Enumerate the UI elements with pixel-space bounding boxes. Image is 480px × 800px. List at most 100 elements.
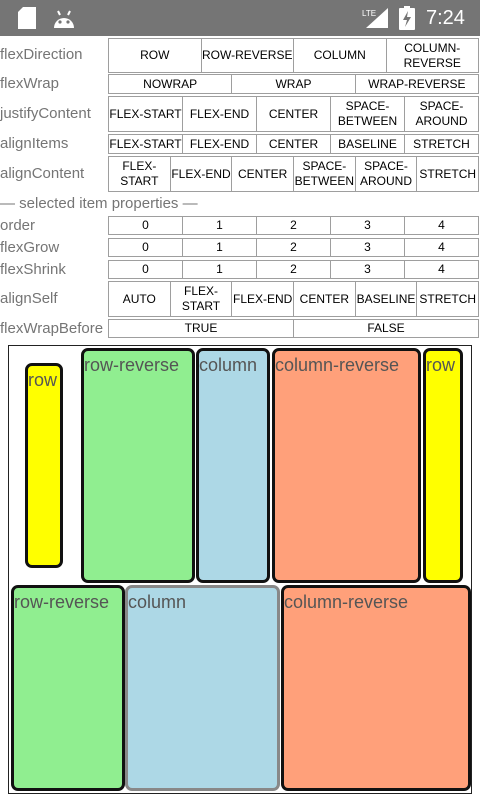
flex-grow-1-button[interactable]: 1 xyxy=(182,238,257,257)
flex-shrink-label: flexShrink xyxy=(0,261,66,278)
align-self-auto-button[interactable]: AUTO xyxy=(108,281,171,317)
flex-grow-row: flexGrow 0 1 2 3 4 xyxy=(0,238,480,257)
order-row: order 0 1 2 3 4 xyxy=(0,216,480,235)
network-type-label: LTE xyxy=(362,9,376,18)
align-items-baseline-button[interactable]: BASELINE xyxy=(330,134,405,154)
align-items-options: FLEX-START FLEX-END CENTER BASELINE STRE… xyxy=(108,134,479,154)
flex-shrink-2-button[interactable]: 2 xyxy=(256,260,331,279)
flex-shrink-1-button[interactable]: 1 xyxy=(182,260,257,279)
order-1-button[interactable]: 1 xyxy=(182,216,257,235)
align-items-center-button[interactable]: CENTER xyxy=(256,134,331,154)
flex-wrap-before-true-button[interactable]: TRUE xyxy=(108,319,294,338)
demo-item-8-label: column-reverse xyxy=(284,592,409,612)
justify-content-row: justifyContent FLEX-START FLEX-END CENTE… xyxy=(0,96,480,132)
flex-demo-container: row row-reverse column column-reverse ro… xyxy=(8,345,472,794)
justify-content-space-between-button[interactable]: SPACE-BETWEEN xyxy=(330,96,405,132)
flex-wrap-label: flexWrap xyxy=(0,75,59,92)
order-3-button[interactable]: 3 xyxy=(330,216,405,235)
demo-item-7-selected[interactable]: column xyxy=(125,585,280,791)
demo-item-3[interactable]: column xyxy=(196,348,270,583)
flex-direction-options: ROW ROW-REVERSE COLUMN COLUMN-REVERSE xyxy=(108,38,479,73)
flex-grow-options: 0 1 2 3 4 xyxy=(108,238,479,257)
flex-grow-3-button[interactable]: 3 xyxy=(330,238,405,257)
flex-wrap-before-false-button[interactable]: FALSE xyxy=(293,319,479,338)
flex-direction-row-button[interactable]: ROW xyxy=(108,38,202,73)
flex-direction-label: flexDirection xyxy=(0,46,83,63)
align-content-flex-start-button[interactable]: FLEX-START xyxy=(108,156,171,192)
flex-direction-row-reverse-button[interactable]: ROW-REVERSE xyxy=(200,38,294,73)
flex-wrap-row: flexWrap NOWRAP WRAP WRAP-REVERSE xyxy=(0,74,480,94)
align-content-stretch-button[interactable]: STRETCH xyxy=(416,156,480,192)
order-4-button[interactable]: 4 xyxy=(404,216,479,235)
align-items-flex-end-button[interactable]: FLEX-END xyxy=(182,134,257,154)
align-items-flex-start-button[interactable]: FLEX-START xyxy=(108,134,183,154)
demo-item-6-label: row-reverse xyxy=(14,592,110,612)
justify-content-center-button[interactable]: CENTER xyxy=(256,96,331,132)
justify-content-flex-end-button[interactable]: FLEX-END xyxy=(182,96,257,132)
demo-item-6[interactable]: row-reverse xyxy=(11,585,125,791)
flex-wrap-before-label: flexWrapBefore xyxy=(0,320,104,337)
justify-content-options: FLEX-START FLEX-END CENTER SPACE-BETWEEN… xyxy=(108,96,479,132)
flex-wrap-before-row: flexWrapBefore TRUE FALSE xyxy=(0,319,480,338)
align-content-row: alignContent FLEX-START FLEX-END CENTER … xyxy=(0,156,480,192)
flex-direction-column-reverse-button[interactable]: COLUMN-REVERSE xyxy=(385,38,479,73)
demo-item-4[interactable]: column-reverse xyxy=(272,348,421,583)
align-self-row: alignSelf AUTO FLEX-START FLEX-END CENTE… xyxy=(0,281,480,317)
status-bar: LTE 7:24 xyxy=(0,0,480,36)
flex-direction-column-button[interactable]: COLUMN xyxy=(293,38,387,73)
flex-shrink-3-button[interactable]: 3 xyxy=(330,260,405,279)
clock: 7:24 xyxy=(426,7,465,29)
flex-shrink-0-button[interactable]: 0 xyxy=(108,260,183,279)
demo-item-5[interactable]: row xyxy=(423,348,463,583)
order-0-button[interactable]: 0 xyxy=(108,216,183,235)
flex-shrink-4-button[interactable]: 4 xyxy=(404,260,479,279)
align-content-space-around-button[interactable]: SPACE-AROUND xyxy=(354,156,418,192)
align-content-space-between-button[interactable]: SPACE-BETWEEN xyxy=(293,156,356,192)
order-2-button[interactable]: 2 xyxy=(256,216,331,235)
align-self-flex-start-button[interactable]: FLEX-START xyxy=(169,281,233,317)
align-self-label: alignSelf xyxy=(0,290,58,307)
android-icon xyxy=(54,10,74,28)
flex-grow-0-button[interactable]: 0 xyxy=(108,238,183,257)
align-content-center-button[interactable]: CENTER xyxy=(231,156,295,192)
align-self-baseline-button[interactable]: BASELINE xyxy=(354,281,418,317)
flex-grow-4-button[interactable]: 4 xyxy=(404,238,479,257)
align-items-label: alignItems xyxy=(0,135,69,152)
flex-wrap-wrap-button[interactable]: WRAP xyxy=(231,74,356,94)
align-self-flex-end-button[interactable]: FLEX-END xyxy=(231,281,295,317)
lte-signal-icon: LTE xyxy=(362,8,388,28)
demo-item-8[interactable]: column-reverse xyxy=(281,585,471,791)
align-self-options: AUTO FLEX-START FLEX-END CENTER BASELINE… xyxy=(108,281,480,317)
align-content-label: alignContent xyxy=(0,165,85,182)
flex-shrink-options: 0 1 2 3 4 xyxy=(108,260,479,279)
demo-item-5-label: row xyxy=(426,355,456,375)
justify-content-space-around-button[interactable]: SPACE-AROUND xyxy=(404,96,479,132)
demo-item-1-label: row xyxy=(28,370,58,390)
align-self-stretch-button[interactable]: STRETCH xyxy=(416,281,480,317)
demo-item-7-label: column xyxy=(128,592,187,612)
flex-grow-label: flexGrow xyxy=(0,239,60,256)
demo-item-1[interactable]: row xyxy=(25,363,63,568)
demo-item-2-label: row-reverse xyxy=(84,355,180,375)
align-self-center-button[interactable]: CENTER xyxy=(293,281,356,317)
demo-item-4-label: column-reverse xyxy=(275,355,400,375)
flex-wrap-before-options: TRUE FALSE xyxy=(108,319,479,338)
demo-item-3-label: column xyxy=(199,355,258,375)
flex-wrap-nowrap-button[interactable]: NOWRAP xyxy=(108,74,233,94)
align-content-options: FLEX-START FLEX-END CENTER SPACE-BETWEEN… xyxy=(108,156,480,192)
flex-direction-row: flexDirection ROW ROW-REVERSE COLUMN COL… xyxy=(0,38,480,73)
align-items-row: alignItems FLEX-START FLEX-END CENTER BA… xyxy=(0,134,480,154)
flex-grow-2-button[interactable]: 2 xyxy=(256,238,331,257)
align-content-flex-end-button[interactable]: FLEX-END xyxy=(169,156,233,192)
justify-content-flex-start-button[interactable]: FLEX-START xyxy=(108,96,183,132)
selected-item-section-title: — selected item properties — xyxy=(0,195,198,212)
flex-wrap-wrap-reverse-button[interactable]: WRAP-REVERSE xyxy=(354,74,479,94)
order-options: 0 1 2 3 4 xyxy=(108,216,479,235)
align-items-stretch-button[interactable]: STRETCH xyxy=(404,134,479,154)
order-label: order xyxy=(0,217,36,234)
flex-shrink-row: flexShrink 0 1 2 3 4 xyxy=(0,260,480,279)
battery-charging-icon xyxy=(399,6,415,30)
justify-content-label: justifyContent xyxy=(0,105,91,122)
demo-item-2[interactable]: row-reverse xyxy=(81,348,195,583)
flex-wrap-options: NOWRAP WRAP WRAP-REVERSE xyxy=(108,74,479,94)
